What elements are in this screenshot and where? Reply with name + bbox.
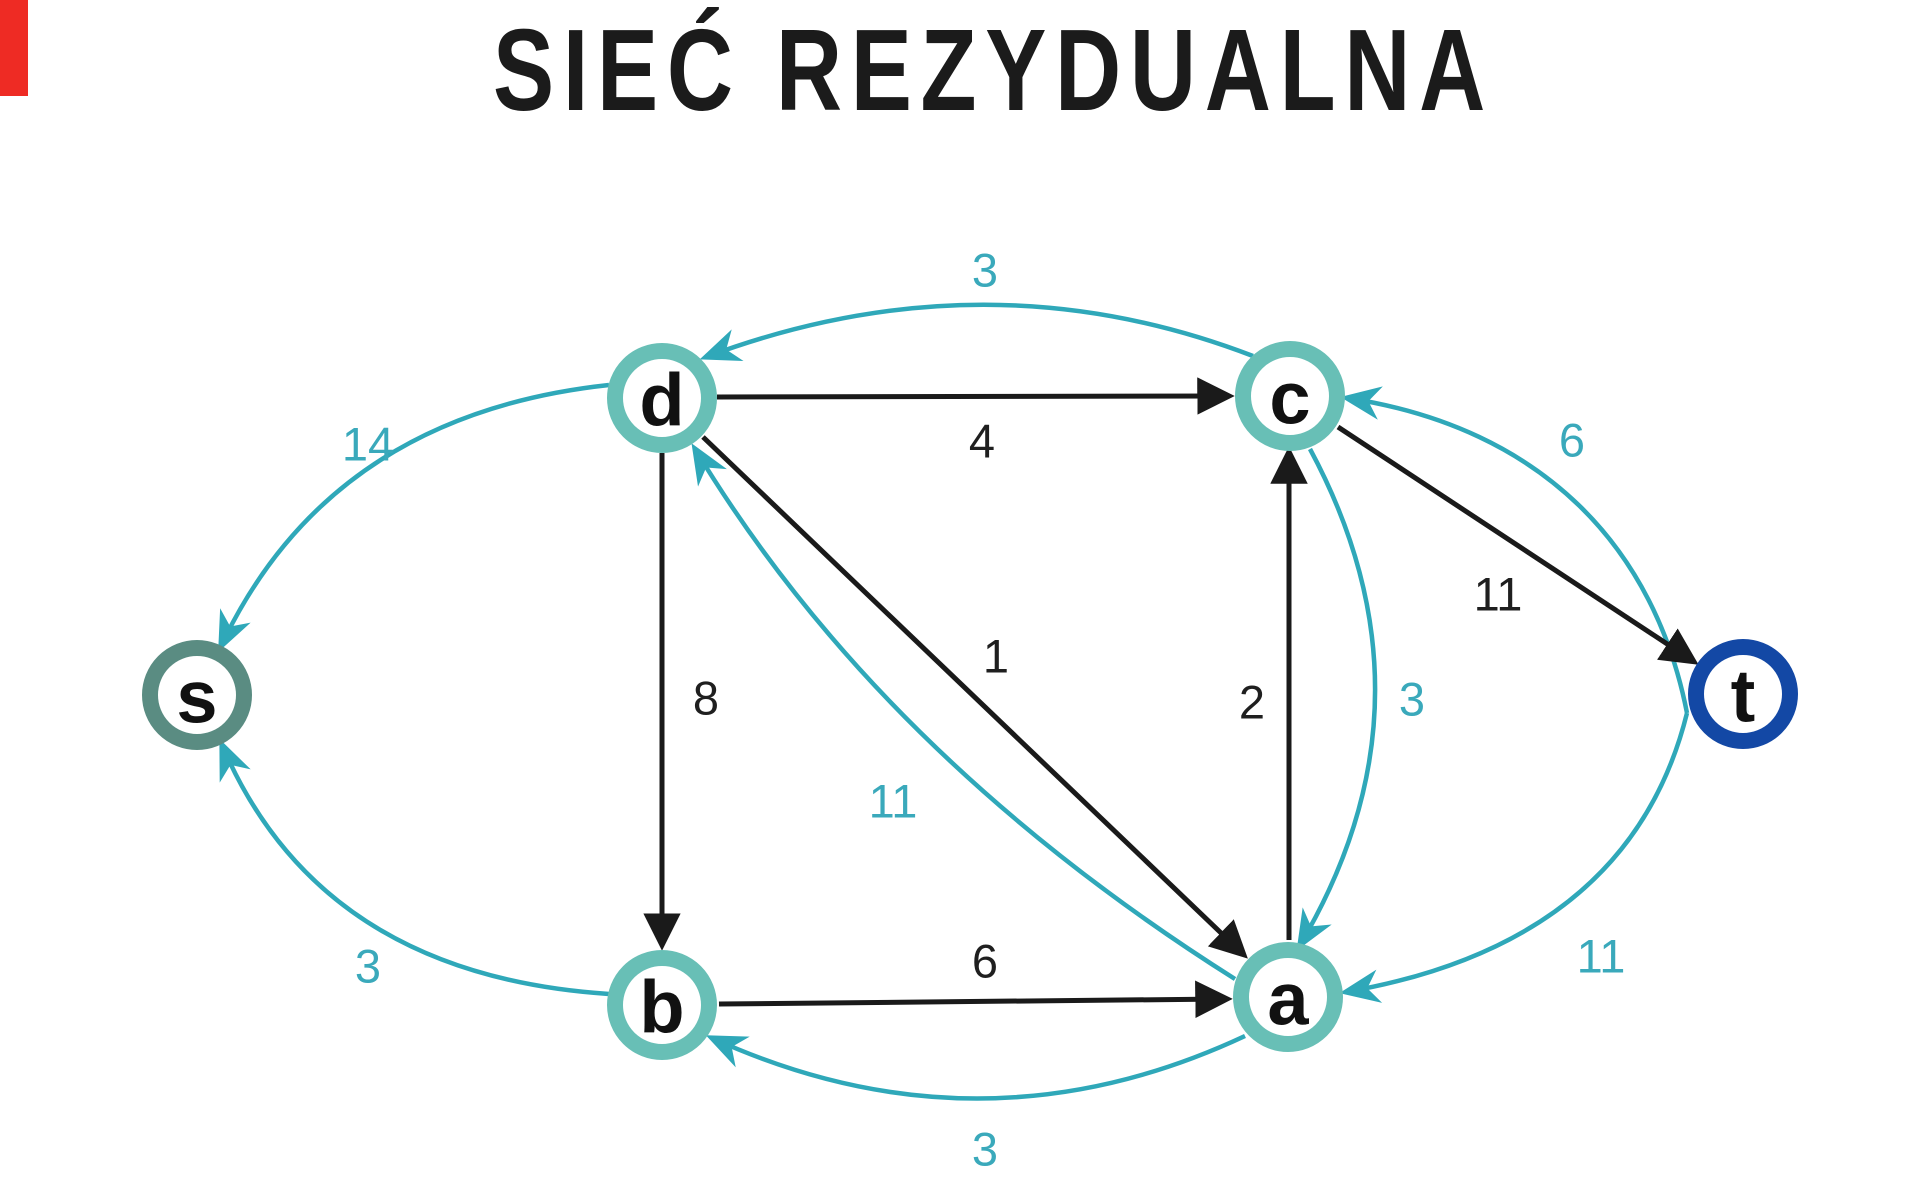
node-a [1233, 942, 1343, 1052]
edge-label-c-d: 3 [972, 244, 998, 297]
red-corner-mark [0, 0, 28, 96]
node-label-c: c [1269, 357, 1310, 440]
edge-label-c-t: 11 [1474, 568, 1523, 621]
node-s [142, 640, 252, 750]
edge-label-d-c: 4 [969, 415, 995, 468]
node-label-b: b [639, 966, 684, 1049]
edge-a-b [705, 1033, 1246, 1101]
edge-t-a [1339, 712, 1690, 1003]
edge-label-t-a: 11 [1577, 930, 1626, 983]
edge-label-d-s: 14 [342, 418, 394, 471]
edge-label-t-c: 6 [1559, 414, 1585, 467]
edge-label-b-a: 6 [972, 935, 998, 988]
node-label-a: a [1267, 958, 1309, 1041]
node-layer: s d c t b a [142, 341, 1798, 1060]
edge-label-b-s: 3 [355, 940, 381, 993]
node-label-s: s [176, 656, 217, 739]
node-label-d: d [639, 359, 684, 442]
edge-label-d-b: 8 [693, 672, 719, 725]
edge-d-c [716, 377, 1235, 415]
node-c [1235, 341, 1345, 451]
edge-label-c-a: 3 [1399, 673, 1425, 726]
edge-t-c [1340, 386, 1690, 714]
edge-b-s [219, 738, 610, 997]
edge-a-d [691, 443, 1237, 981]
edge-label-a-d: 11 [869, 775, 918, 828]
edge-label-a-b: 3 [972, 1123, 998, 1176]
node-label-t: t [1731, 655, 1756, 738]
title-bar: SIEĆ REZYDUALNA [0, 12, 1920, 128]
edge-d-a [701, 435, 1248, 959]
edge-d-s [218, 382, 610, 653]
node-t [1688, 639, 1798, 749]
diagram-title: SIEĆ REZYDUALNA [493, 5, 1495, 135]
edge-c-d [699, 302, 1254, 362]
edge-layer [218, 302, 1699, 1101]
node-b [607, 950, 717, 1060]
edge-c-t [1336, 424, 1699, 665]
edge-label-layer: 3 14 3 11 3 3 6 11 4 8 1 6 2 11 [342, 244, 1626, 1176]
edge-label-d-a: 1 [983, 630, 1009, 683]
edge-c-a [1296, 447, 1378, 951]
edge-b-a [718, 980, 1233, 1019]
node-d [607, 343, 717, 453]
edge-label-a-c: 2 [1239, 676, 1265, 729]
